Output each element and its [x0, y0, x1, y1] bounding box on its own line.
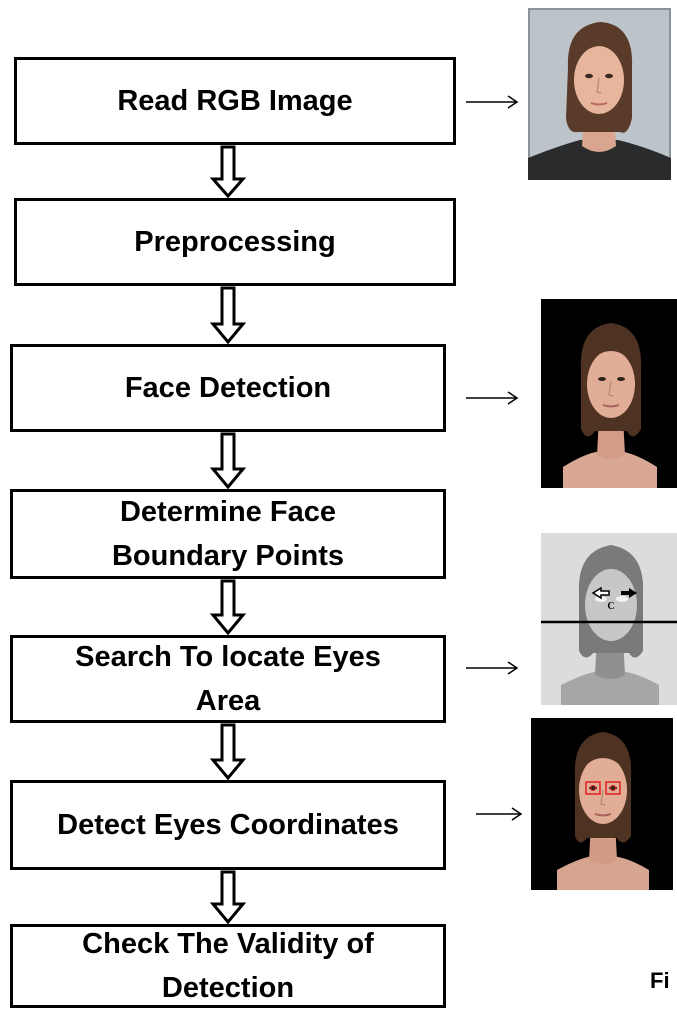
figure-caption-fragment: Fi — [650, 968, 670, 993]
step-label: Preprocessing — [134, 226, 336, 258]
step-label-line-1: Search To locate Eyes — [75, 641, 381, 673]
step-label-line-1: Determine Face — [119, 496, 336, 528]
step-label-line-1: Check The Validity of — [82, 928, 374, 960]
step-label: Read RGB Image — [117, 85, 353, 117]
step-label-line-2: Detection — [161, 972, 295, 1004]
right-arrow-icon — [466, 661, 519, 675]
down-arrow-icon — [210, 432, 246, 489]
down-arrow-icon — [210, 145, 246, 198]
right-arrow-icon — [466, 391, 519, 405]
original-photo — [528, 8, 671, 180]
step-read-rgb-image: Read RGB Image — [14, 57, 456, 145]
right-arrow-icon — [466, 95, 519, 109]
step-label: Face Detection — [124, 372, 332, 404]
step-search-eyes-area: Search To locate Eyes Area — [10, 635, 446, 723]
down-arrow-icon — [210, 286, 246, 344]
down-arrow-icon — [210, 723, 246, 780]
step-label: Detect Eyes Coordinates — [57, 809, 399, 841]
step-preprocessing: Preprocessing — [14, 198, 456, 286]
step-label-line-2: Area — [195, 685, 261, 717]
face-detected-photo — [541, 299, 677, 488]
boundary-grayscale-photo: C — [541, 533, 677, 705]
step-check-validity: Check The Validity of Detection — [10, 924, 446, 1008]
eyes-marked-photo — [531, 718, 673, 890]
right-arrow-icon — [476, 807, 523, 821]
step-face-detection: Face Detection — [10, 344, 446, 432]
down-arrow-icon — [210, 870, 246, 924]
step-detect-eyes-coordinates: Detect Eyes Coordinates — [10, 780, 446, 870]
step-label-line-2: Boundary Points — [111, 540, 344, 572]
center-marker-letter: C — [607, 601, 614, 612]
down-arrow-icon — [210, 579, 246, 635]
step-determine-face-boundary: Determine Face Boundary Points — [10, 489, 446, 579]
